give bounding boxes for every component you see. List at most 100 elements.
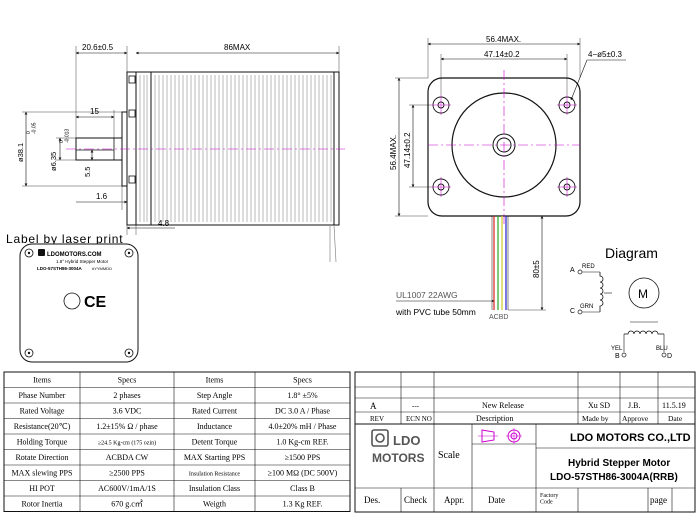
dim-holes: 4−ø5±0.3: [588, 50, 623, 59]
dim-flat-depth: 5.5: [83, 167, 92, 177]
dim-flange: 4.8: [158, 219, 170, 228]
pin-a-letter: A: [570, 267, 575, 274]
rev-approve: J.B.: [628, 401, 640, 410]
spec-value-cell: 4.0±20% mH / Phase: [269, 422, 337, 431]
motor-symbol-letter: M: [638, 287, 648, 301]
scale-label: Scale: [438, 450, 460, 461]
pin-d-letter: D: [667, 353, 672, 360]
label-model: LDO-57STH86-3004A: [37, 266, 83, 271]
company-name: LDO MOTORS CO.,LTD: [570, 432, 691, 444]
dim-hole-spacing-h: 47.14±0.2: [484, 50, 520, 59]
spec-item-cell: Rated Voltage: [20, 407, 65, 416]
spec-item-cell: Weigth: [203, 500, 226, 509]
ldo-logo: LDO MOTORS: [371, 429, 424, 465]
rev-date: 11.5.19: [662, 401, 686, 410]
dim-boss-tol: 0-0.05: [26, 122, 38, 134]
motor-body-outline: [135, 71, 340, 226]
footer-page: page: [650, 495, 667, 505]
spec-item-cell: Inductance: [197, 422, 233, 431]
rev-header-made-by: Made by: [582, 414, 609, 423]
spec-value-cell: ≥1500 PPS: [285, 453, 321, 462]
rev-header-date: Date: [668, 414, 683, 423]
mounting-hole-br: [557, 177, 577, 197]
mounting-hole-tr: [557, 95, 577, 115]
ecn-value: ---: [412, 402, 420, 410]
pin-d-color: BLU: [656, 346, 668, 352]
pin-c-color: GRN: [580, 304, 593, 310]
logo-top: LDO: [393, 433, 420, 448]
rev-header-rev: REV: [370, 415, 384, 423]
product-model: LDO-57STH86-3004A(RRB): [550, 472, 678, 483]
spec-value-cell: ACBDA CW: [106, 453, 149, 462]
lead-letters: ACBD: [489, 314, 508, 321]
rev-value: A: [370, 401, 377, 411]
side-view: 20.6±0.5 86MAX 15 ø38.1 0-0.05 ø6.35 0-0…: [16, 43, 345, 263]
dim-shaft-length: 20.6±0.5: [82, 43, 114, 52]
spec-value-cell: 1.0 Kg-cm REF.: [276, 438, 328, 447]
specs-header-cell: Specs: [118, 376, 137, 385]
rev-header-ecn: ECN NO: [406, 415, 432, 423]
motor-flange: [126, 71, 137, 226]
spec-value-cell: 1.8° ±5%: [287, 391, 318, 400]
spec-value-cell: ≥24.5 Kg-cm (175 ozin): [98, 440, 156, 447]
spec-value-cell: AC600V/1mA/1S: [98, 484, 156, 493]
spec-value-cell: 1.3 Kg REF.: [283, 500, 323, 509]
footer-appr: Appr.: [444, 495, 464, 505]
specs-header-cell: Items: [33, 376, 51, 385]
footer-check: Check: [404, 495, 427, 505]
specs-header-cell: Items: [206, 376, 224, 385]
dim-shaft-dia: ø6.35: [49, 152, 58, 171]
dim-overall-width: 56.4MAX.: [486, 35, 521, 44]
mounting-hole-bl: [431, 177, 451, 197]
title-block: A --- New Release Xu SD J.B. 11.5.19 REV…: [354, 371, 696, 513]
projection-symbol: [478, 428, 522, 444]
dim-lead-length: 80±5: [532, 260, 541, 278]
coil-bd: [624, 330, 664, 335]
rev-made-by: Xu SD: [588, 401, 610, 410]
product-title: Hybrid Stepper Motor: [568, 458, 670, 469]
rev-header-description: Description: [476, 414, 513, 423]
label-date-code: #YYMMDD: [92, 266, 112, 271]
rev-description: New Release: [482, 401, 524, 410]
spec-item-cell: Insulation Class: [189, 484, 240, 493]
footer-date: Date: [488, 495, 505, 505]
motor-label: Label by laser print LDOMOTORS.COM 1.8° …: [6, 232, 139, 363]
lead-wires: [493, 216, 507, 310]
label-desc: 1.8° Hybrid Stepper Motor: [56, 259, 109, 264]
spec-item-cell: Phase Number: [19, 391, 66, 400]
spec-item-cell: MAX Starting PPS: [184, 453, 245, 462]
mounting-hole-tl: [431, 95, 451, 115]
spec-item-cell: Step Angle: [197, 391, 233, 400]
spec-value-cell: 670 g.c㎡: [111, 500, 143, 509]
spec-value-cell: DC 3.0 A / Phase: [275, 407, 330, 416]
label-brand: LDOMOTORS.COM: [47, 252, 102, 258]
dim-hole-spacing-v: 47.14±0.2: [403, 132, 412, 168]
dim-overall-height: 56.4MAX.: [389, 135, 398, 170]
footer-des: Des.: [364, 495, 380, 505]
dim-boss-height: 1.6: [96, 192, 108, 201]
ce-mark: CE: [84, 294, 107, 311]
rev-header-approve: Approve: [622, 414, 649, 423]
dim-shaft-tol: 0-0.013: [59, 129, 71, 143]
wiring-diagram: Diagram M A RED C GRN YEL B BLU D: [570, 245, 672, 360]
label-heading: Label by laser print: [6, 232, 123, 246]
spec-item-cell: Detent Torque: [192, 438, 238, 447]
spec-value-cell: ≥100 MΩ (DC 500V): [268, 469, 338, 478]
spec-value-cell: ≥2500 PPS: [109, 469, 145, 478]
motor-symbol: [628, 277, 660, 309]
pin-b-letter: B: [615, 353, 620, 360]
spec-item-cell: Resistance(20℃): [14, 422, 71, 431]
label-logo-icon: [38, 249, 45, 256]
spec-value-cell: Class B: [290, 484, 315, 493]
spec-item-cell: MAX slewing PPS: [12, 469, 73, 478]
spec-item-cell: Rated Current: [192, 407, 238, 416]
spec-item-cell: Rotate Direction: [15, 453, 68, 462]
cooling-fins: [139, 75, 332, 222]
pin-c-letter: C: [570, 308, 575, 315]
spec-value-cell: 3.6 VDC: [113, 407, 142, 416]
dim-body-length: 86MAX: [224, 43, 251, 52]
label-circle-mark: [63, 292, 81, 310]
